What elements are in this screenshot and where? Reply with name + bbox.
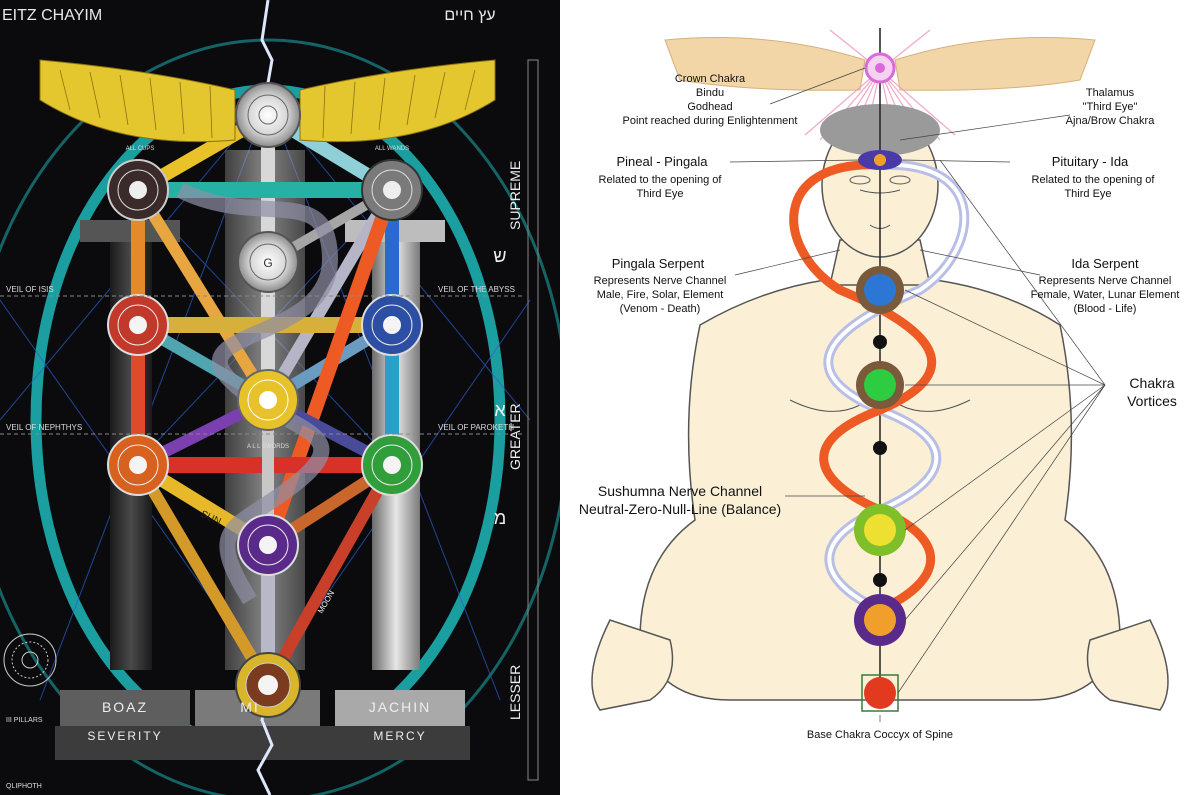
chakras	[854, 52, 906, 712]
sephira-daath: G	[237, 231, 299, 293]
base-chakra	[864, 677, 896, 709]
label-vortices-1: Chakra	[1129, 375, 1174, 391]
side-scale	[527, 59, 539, 781]
label-thalamus-2: "Third Eye"	[1083, 101, 1138, 113]
leader-lines	[729, 67, 1106, 722]
sephira-netzach	[361, 434, 423, 496]
label-ida-2: Represents Nerve Channel	[1039, 275, 1172, 287]
label-pingala-2: Represents Nerve Channel	[594, 275, 727, 287]
chakra-labels: Crown Chakra Bindu Godhead Point reached…	[579, 73, 1180, 741]
serpent-path	[176, 182, 339, 605]
dot-3	[873, 573, 887, 587]
label-crown-4: Point reached during Enlightenment	[623, 115, 798, 127]
label-all-swords: A L L SWORDS	[247, 444, 289, 450]
side-word-supreme: SUPREME	[507, 161, 523, 230]
label-pineal-1: Pineal - Pingala	[616, 154, 708, 169]
label-pingala-3: Male, Fire, Solar, Element	[597, 289, 724, 301]
veil-lines	[0, 295, 525, 435]
tree-of-life-panel: G	[0, 0, 560, 795]
label-pingala-4: (Venom - Death)	[620, 303, 701, 315]
label-crown-1: Crown Chakra	[675, 73, 746, 85]
sephira-malkuth	[235, 652, 301, 718]
sephira-tiphareth	[237, 369, 299, 431]
label-thalamus-3: Ajna/Brow Chakra	[1066, 115, 1156, 127]
label-ida-3: Female, Water, Lunar Element	[1031, 289, 1180, 301]
sephiroth: G	[107, 82, 423, 718]
label-all-wands: ALL WANDS	[375, 146, 409, 152]
sephira-geburah	[107, 294, 169, 356]
label-ida-1: Ida Serpent	[1071, 256, 1139, 271]
label-pineal-2: Related to the opening of	[599, 174, 723, 186]
sacral-chakra	[864, 604, 896, 636]
sephira-hod	[107, 434, 169, 496]
label-three-pillars: III PILLARS	[6, 717, 43, 724]
chakra-diagram: Crown Chakra Bindu Godhead Point reached…	[579, 28, 1180, 741]
sephira-binah	[107, 159, 169, 221]
label-pituitary-2: Related to the opening of	[1032, 174, 1156, 186]
pillar-mercy-label: MERCY	[373, 729, 426, 743]
veil-nephthys: VEIL OF NEPHTHYS	[6, 423, 82, 432]
sephira-chokmah	[361, 159, 423, 221]
hebrew-shin: ש	[493, 246, 506, 266]
tree-of-life-diagram: G	[0, 0, 560, 795]
heart-chakra	[864, 369, 896, 401]
label-pineal-3: Third Eye	[636, 188, 683, 200]
label-ida-4: (Blood - Life)	[1074, 303, 1137, 315]
label-sushumna-1: Sushumna Nerve Channel	[598, 483, 762, 499]
label-pingala-1: Pingala Serpent	[612, 256, 705, 271]
label-crown-3: Godhead	[687, 101, 732, 113]
lightning-top	[260, 0, 274, 101]
sephira-chesed	[361, 294, 423, 356]
golden-wings	[39, 59, 496, 143]
jachin-base	[335, 690, 465, 726]
pillar-boaz-label: BOAZ	[102, 699, 148, 715]
hebrew-mem: מ	[494, 508, 506, 528]
pillar-middle-label: MI	[240, 699, 260, 715]
label-qliphoth: QLIPHOTH	[6, 783, 42, 790]
tree-hebrew-title: עץ חיים	[444, 7, 495, 24]
tree-title: EITZ CHAYIM	[2, 7, 102, 24]
label-pituitary-1: Pituitary - Ida	[1052, 154, 1129, 169]
small-wheel	[3, 633, 57, 687]
body-details	[789, 175, 971, 412]
label-sushumna-2: Neutral-Zero-Null-Line (Balance)	[579, 501, 781, 517]
veil-isis: VEIL OF ISIS	[6, 285, 54, 294]
side-word-greater: GREATER	[507, 403, 523, 470]
third-eye-core	[874, 154, 886, 166]
hebrew-aleph: א	[494, 400, 506, 420]
crown-chakra-core	[875, 63, 885, 73]
dot-2	[873, 441, 887, 455]
side-word-lesser: LESSER	[507, 665, 523, 720]
throat-chakra	[864, 274, 896, 306]
boaz-base	[60, 690, 190, 726]
label-crown-2: Bindu	[696, 87, 724, 99]
pillar-plinth	[55, 726, 470, 760]
chakra-wings	[664, 37, 1096, 91]
pillar-jachin-label: JACHIN	[369, 699, 432, 715]
label-base-chakra: Base Chakra Coccyx of Spine	[807, 729, 953, 741]
label-all-cups: ALL CUPS	[126, 146, 155, 152]
outer-ellipse	[0, 38, 560, 795]
label-vortices-2: Vortices	[1127, 393, 1177, 409]
sephira-yesod	[237, 514, 299, 576]
veil-paroketh: VEIL OF PAROKETH	[438, 423, 514, 432]
chakra-panel: Crown Chakra Bindu Godhead Point reached…	[560, 0, 1200, 795]
daath-letter: G	[263, 256, 272, 270]
solar-chakra	[864, 514, 896, 546]
label-pituitary-3: Third Eye	[1064, 188, 1111, 200]
label-thalamus-1: Thalamus	[1086, 87, 1135, 99]
dot-1	[873, 335, 887, 349]
veil-abyss: VEIL OF THE ABYSS	[438, 285, 515, 294]
pillar-severity-label: SEVERITY	[87, 729, 162, 743]
sephira-kether	[235, 82, 301, 148]
